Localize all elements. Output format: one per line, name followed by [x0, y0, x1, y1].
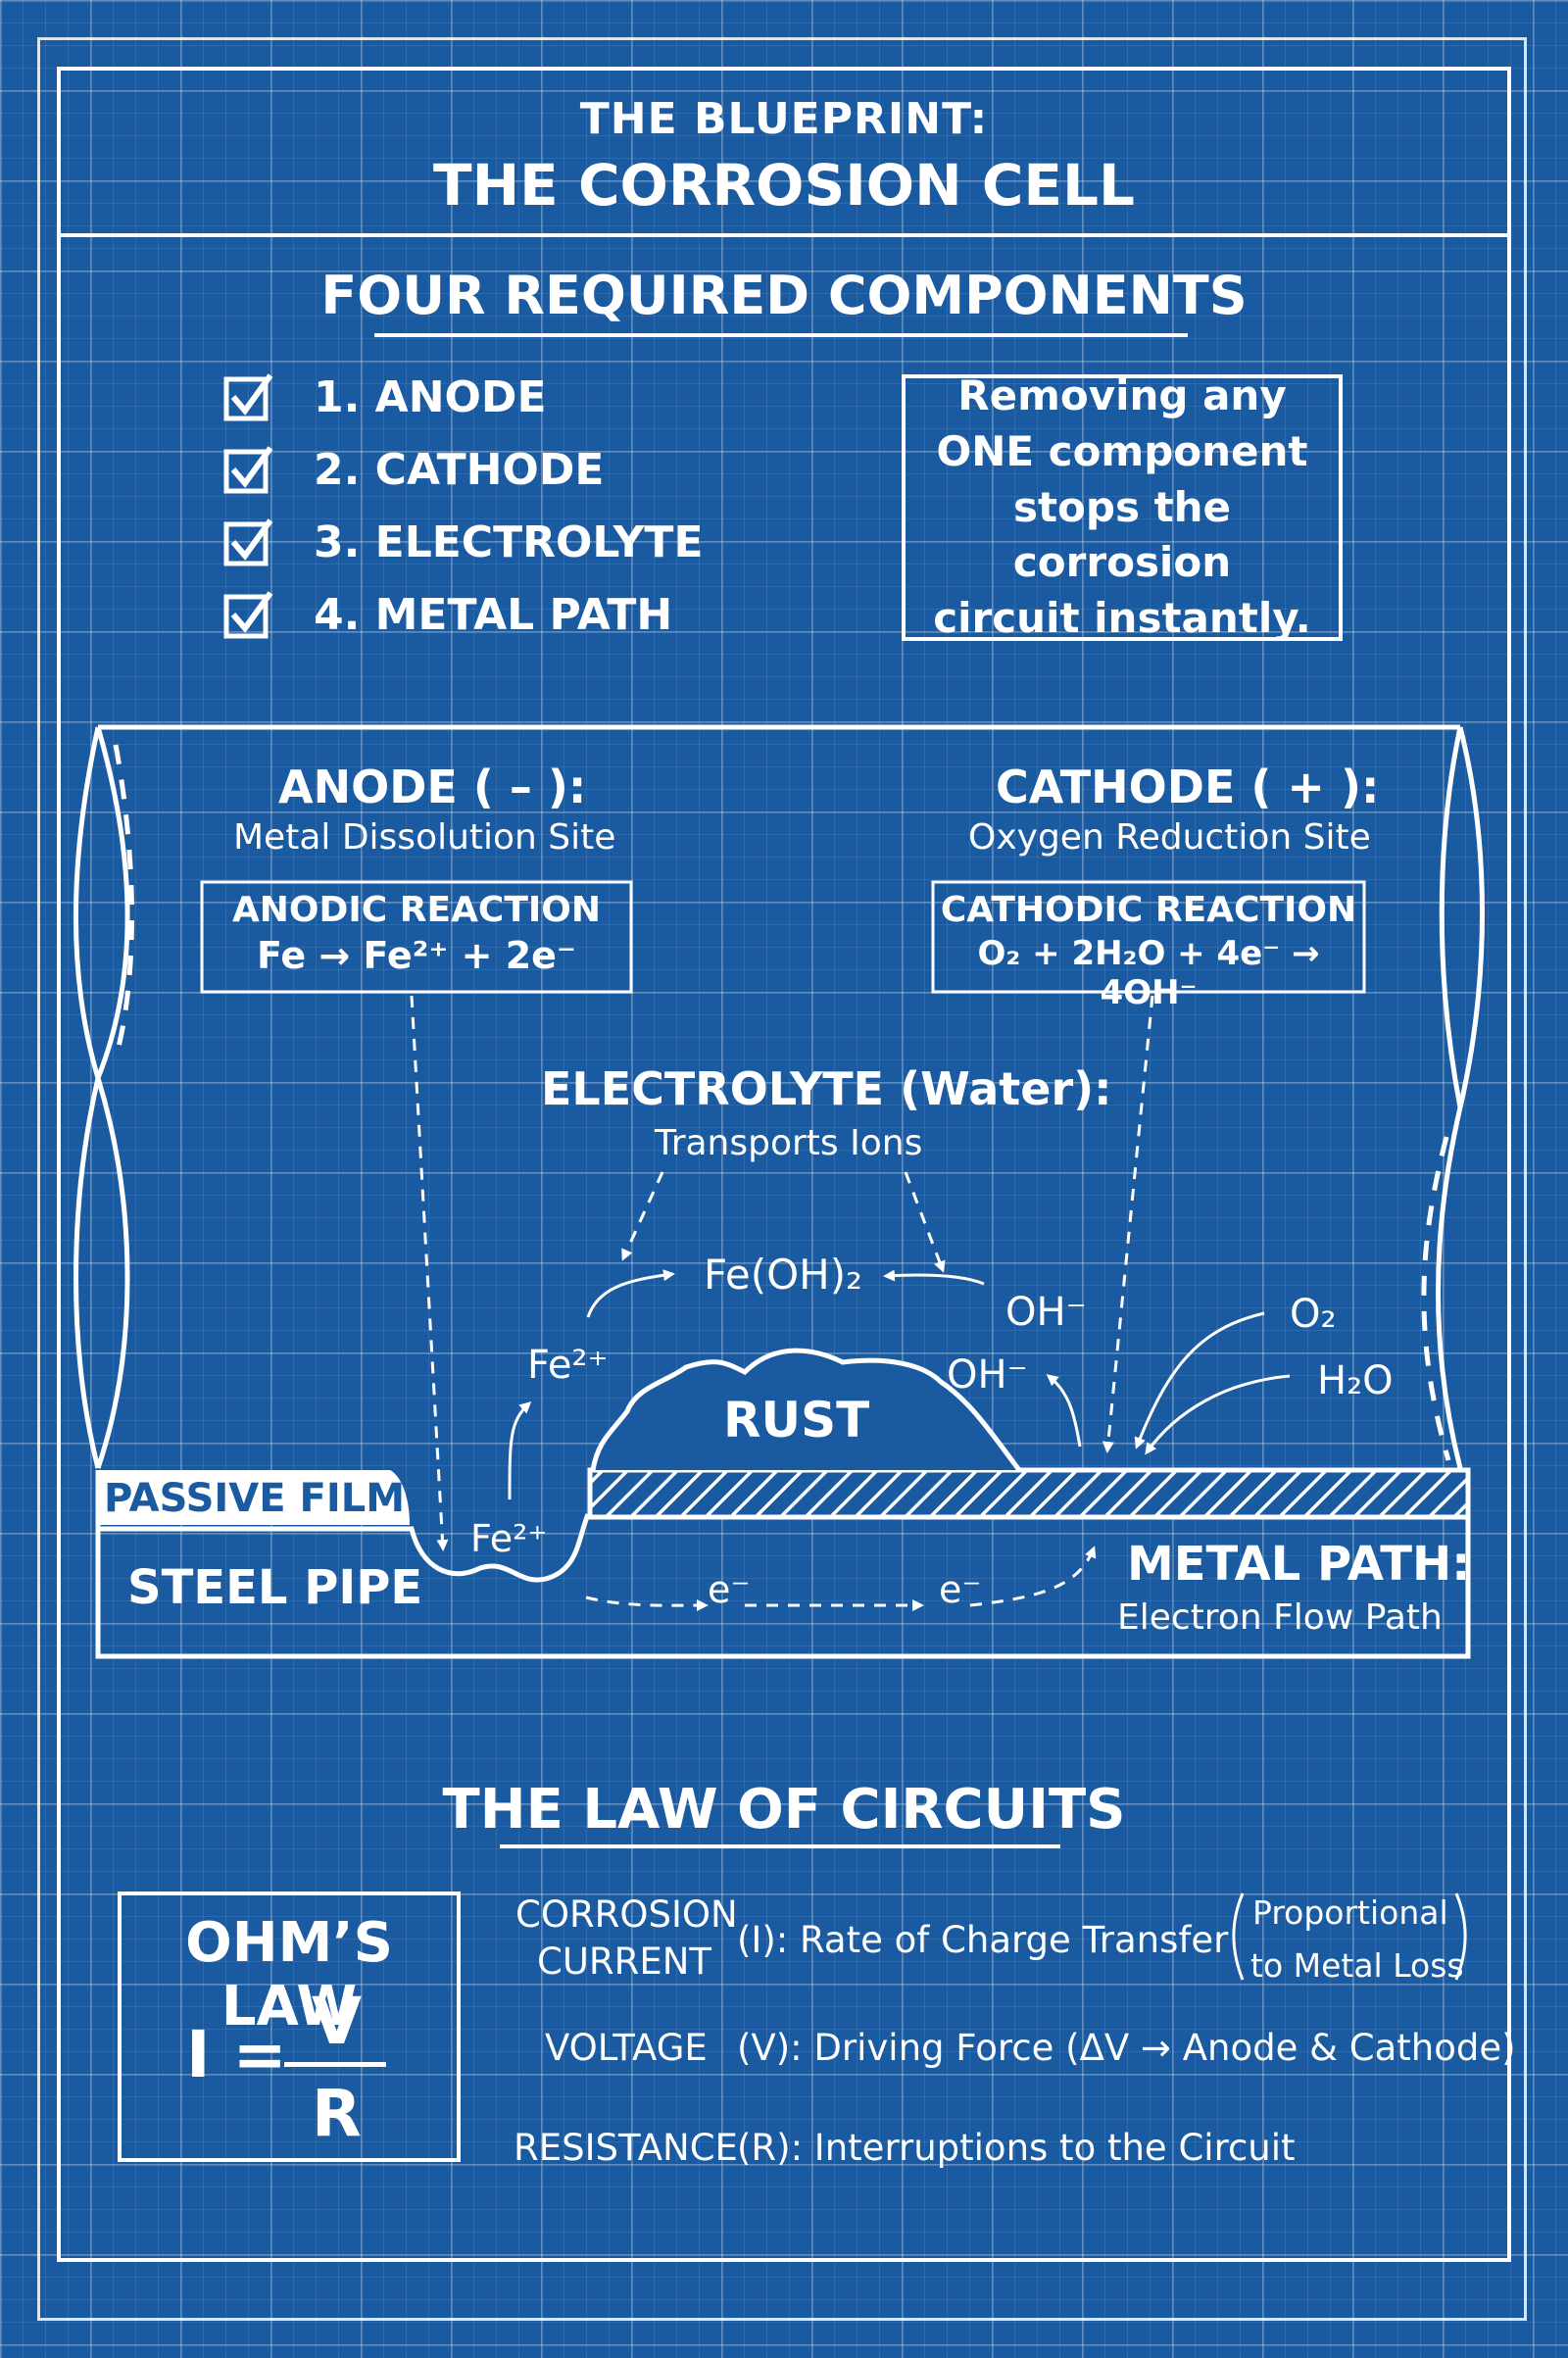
- feoh2-label: Fe(OH)₂: [704, 1251, 862, 1299]
- metal-path-subtitle: Electron Flow Path: [1117, 1597, 1443, 1638]
- checklist-item-metal-path: 4. METAL PATH: [223, 582, 672, 647]
- electron-left-label: e⁻: [708, 1568, 751, 1611]
- outer-frame: [37, 37, 1527, 2321]
- electrolyte-subtitle: Transports Ions: [655, 1123, 923, 1163]
- metal-path-hatch: [587, 1467, 1471, 1520]
- h2o-label: H₂O: [1317, 1358, 1394, 1403]
- electrolyte-title: ELECTROLYTE (Water):: [541, 1062, 1112, 1115]
- fe2-lower-label: Fe²⁺: [470, 1517, 548, 1560]
- current-note-line-2: to Metal Loss: [1250, 1946, 1464, 1985]
- pipe-outline: [74, 724, 1485, 1469]
- resistance-term: RESISTANCE: [514, 2127, 738, 2169]
- o2-down-arrow: [1134, 1311, 1265, 1449]
- checkbox-checked-icon: [223, 446, 273, 494]
- current-term-line-2: CURRENT: [537, 1940, 711, 1983]
- ohms-law-resistance-symbol: R: [312, 2076, 362, 2151]
- oh-lower-label: OH⁻: [947, 1352, 1028, 1398]
- steel-pipe-body: [95, 1470, 1471, 1659]
- cathode-subtitle: Oxygen Reduction Site: [968, 817, 1371, 858]
- electron-right-label: e⁻: [939, 1568, 982, 1611]
- law-heading: THE LAW OF CIRCUITS: [442, 1778, 1126, 1842]
- paren-left: [1232, 1892, 1245, 1981]
- ohms-law-box: [118, 1891, 461, 2162]
- cathode-title: CATHODE ( + ):: [996, 761, 1380, 813]
- ohms-law-fraction-bar: [284, 2062, 386, 2067]
- anode-reaction-title: ANODIC REACTION: [231, 890, 602, 930]
- paren-right: [1454, 1892, 1467, 1981]
- oh-up-arrow: [1046, 1374, 1082, 1448]
- pipe-outline-dashed: [113, 744, 1451, 1461]
- electrolyte-left-arrow: [621, 1171, 664, 1261]
- fe2-upper-label: Fe²⁺: [527, 1343, 609, 1388]
- checkbox-checked-icon: [223, 518, 273, 566]
- checklist-item-electrolyte: 3. ELECTROLYTE: [223, 510, 704, 574]
- h2o-down-arrow: [1145, 1374, 1291, 1455]
- rust-label: RUST: [723, 1392, 870, 1449]
- metal-path-title: METAL PATH:: [1127, 1537, 1471, 1592]
- voltage-description: (V): Driving Force (ΔV → Anode & Cathode…: [737, 2027, 1516, 2069]
- electron-arrow-left: [585, 1596, 709, 1612]
- note-box: Removing any ONE component stops the cor…: [902, 371, 1343, 642]
- components-heading-underline: [374, 333, 1188, 337]
- passive-film-band: [98, 1470, 410, 1525]
- cathode-reaction-title: CATHODIC REACTION: [940, 890, 1357, 930]
- ohms-law-voltage-symbol: V: [312, 1984, 363, 2059]
- checklist-label: 1. ANODE: [314, 371, 547, 422]
- resistance-description: (R): Interruptions to the Circuit: [737, 2127, 1296, 2169]
- electrolyte-right-arrow: [904, 1171, 946, 1273]
- anode-reaction-box: [200, 880, 633, 994]
- voltage-term: VOLTAGE: [545, 2027, 708, 2069]
- ohms-law-title: OHM’S LAW: [185, 1911, 393, 2039]
- cathode-pointer-arrow: [1102, 995, 1154, 1453]
- fe2-up-arrow: [508, 1400, 532, 1500]
- checklist-item-cathode: 2. CATHODE: [223, 437, 604, 502]
- anode-pointer-arrow: [410, 995, 449, 1551]
- o2-label: O₂: [1290, 1292, 1337, 1337]
- cathode-reaction: CATHODIC REACTION O₂ + 2H₂O + 4e⁻ → 4OH⁻: [933, 882, 1364, 1012]
- checklist-item-anode: 1. ANODE: [223, 365, 547, 429]
- steel-pipe-label: STEEL PIPE: [127, 1560, 423, 1615]
- anode-reaction: ANODIC REACTION Fe → Fe²⁺ + 2e⁻: [202, 882, 631, 992]
- checklist-label: 3. ELECTROLYTE: [314, 516, 704, 567]
- cathode-reaction-box: [931, 880, 1366, 994]
- passive-film-label: PASSIVE FILM: [104, 1476, 406, 1521]
- ohms-law-current-symbol: I =: [186, 2017, 287, 2092]
- current-note-line-1: Proportional: [1252, 1893, 1448, 1932]
- current-description: (I): Rate of Charge Transfer: [737, 1919, 1229, 1961]
- checkbox-checked-icon: [223, 373, 273, 421]
- inner-frame: [57, 67, 1511, 2262]
- rust-blob: [590, 1348, 1022, 1472]
- anode-title: ANODE ( – ):: [278, 761, 587, 813]
- title-divider: [57, 233, 1511, 237]
- note-text: Removing any ONE component stops the cor…: [933, 371, 1311, 643]
- checkbox-checked-icon: [223, 591, 273, 639]
- anode-subtitle: Metal Dissolution Site: [233, 817, 616, 858]
- checklist-label: 4. METAL PATH: [314, 589, 673, 640]
- fe2-to-feoh2-arrow: [586, 1269, 675, 1318]
- current-term-line-1: CORROSION: [515, 1893, 738, 1936]
- anode-reaction-equation: Fe → Fe²⁺ + 2e⁻: [257, 934, 576, 977]
- electron-arrow-right: [969, 1546, 1097, 1607]
- title-line-1: THE BLUEPRINT:: [579, 94, 989, 144]
- cathode-reaction-equation: O₂ + 2H₂O + 4e⁻ → 4OH⁻: [977, 934, 1320, 1012]
- checklist-label: 2. CATHODE: [314, 444, 605, 495]
- oh-upper-label: OH⁻: [1005, 1290, 1087, 1335]
- oh-to-feoh2-arrow: [883, 1269, 985, 1286]
- title-line-2: THE CORROSION CELL: [433, 152, 1135, 219]
- components-heading: FOUR REQUIRED COMPONENTS: [320, 265, 1248, 326]
